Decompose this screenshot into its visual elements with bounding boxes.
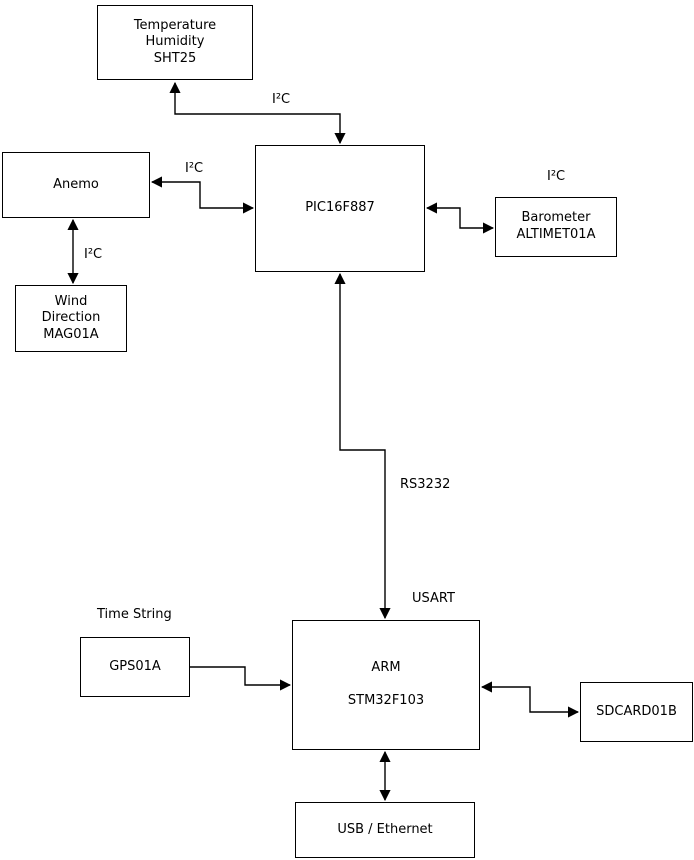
node-label: GPS01A xyxy=(109,658,161,674)
node-label: USB / Ethernet xyxy=(337,821,433,837)
wire-label-i2c-wind-direction: I²C xyxy=(84,247,103,262)
node-gps01a: GPS01A xyxy=(80,637,190,697)
node-barometer-altimet01a: Barometer ALTIMET01A xyxy=(495,197,617,257)
node-label: Wind Direction MAG01A xyxy=(41,293,101,342)
node-label: Barometer ALTIMET01A xyxy=(516,210,596,242)
node-label: Temperature Humidity SHT25 xyxy=(133,17,217,66)
node-usb-ethernet: USB / Ethernet xyxy=(295,802,475,858)
node-sdcard01b: SDCARD01B xyxy=(580,682,693,742)
connector-anemo-pic xyxy=(150,176,255,214)
node-wind-direction-mag01a: Wind Direction MAG01A xyxy=(15,285,127,352)
wire-label-usart: USART xyxy=(412,591,455,606)
wire-label-i2c-anemo: I²C xyxy=(185,161,204,176)
node-arm-stm32f103: ARM STM32F103 xyxy=(292,620,480,750)
node-label: SDCARD01B xyxy=(596,703,677,719)
wire-label-i2c-barometer: I²C xyxy=(547,169,566,184)
connector-arm-sdcard xyxy=(480,681,580,718)
connector-pic-arm xyxy=(334,272,391,620)
wire-label-rs3232: RS3232 xyxy=(400,477,451,492)
connector-pic-barometer xyxy=(425,202,495,234)
connector-pic-sht25 xyxy=(169,81,346,145)
node-anemo: Anemo xyxy=(2,152,150,218)
node-label: ARM STM32F103 xyxy=(347,660,425,709)
node-label: Anemo xyxy=(53,176,99,192)
node-temperature-humidity-sht25: Temperature Humidity SHT25 xyxy=(97,5,253,80)
wire-label-i2c-sht25: I²C xyxy=(272,92,291,107)
connector-gps-arm xyxy=(190,666,292,691)
node-pic16f887: PIC16F887 xyxy=(255,145,425,272)
wire-label-time-string: Time String xyxy=(97,607,172,622)
node-label: PIC16F887 xyxy=(305,200,375,216)
